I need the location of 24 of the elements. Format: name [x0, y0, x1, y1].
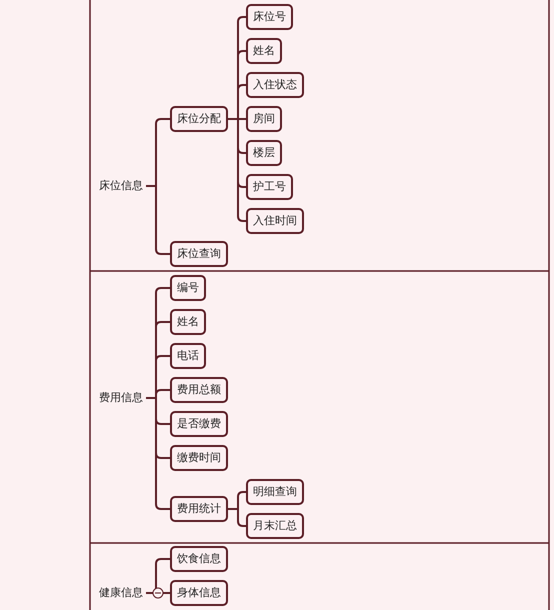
topic-box: 楼层: [246, 140, 282, 166]
topic-box: 编号: [170, 275, 206, 301]
topic-box: 费用总额: [170, 377, 228, 403]
topic-box: 姓名: [246, 38, 282, 64]
topic-box: 入住时间: [246, 208, 304, 234]
topic-box: 缴费时间: [170, 445, 228, 471]
topic-box: 姓名: [170, 309, 206, 335]
topic-label: 费用信息: [99, 389, 143, 407]
topic-label: 健康信息: [99, 584, 143, 602]
topic-box: 月末汇总: [246, 513, 304, 539]
topic-box: 是否缴费: [170, 411, 228, 437]
topic-box: 入住状态: [246, 72, 304, 98]
topic-box: 护工号: [246, 174, 293, 200]
topic-box: 电话: [170, 343, 206, 369]
topic-box: 床位号: [246, 4, 293, 30]
topic-box: 饮食信息: [170, 546, 228, 572]
topic-box: 床位查询: [170, 241, 228, 267]
topic-box: 身体信息: [170, 580, 228, 606]
topic-box: 费用统计: [170, 496, 228, 522]
topic-box: 床位分配: [170, 106, 228, 132]
topic-label: 床位信息: [99, 177, 143, 195]
topic-box: 房间: [246, 106, 282, 132]
connector-line: [228, 508, 246, 527]
topic-box: 明细查询: [246, 479, 304, 505]
